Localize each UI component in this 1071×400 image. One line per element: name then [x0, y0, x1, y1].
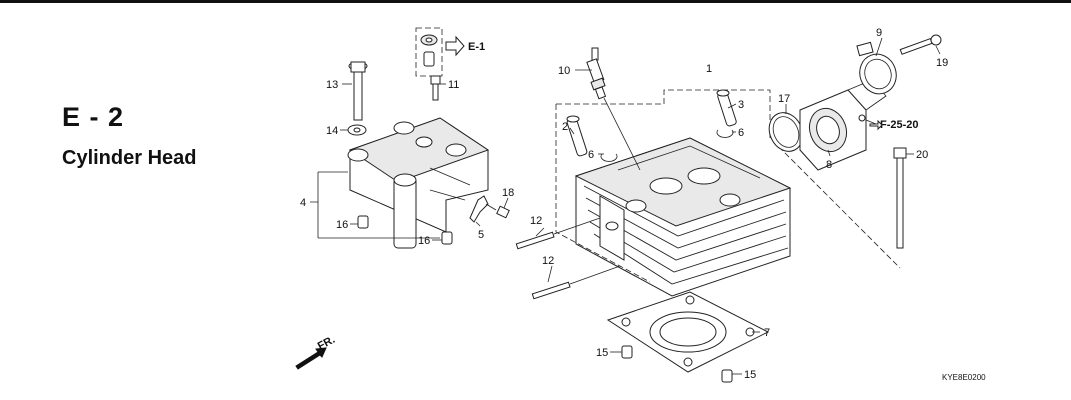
valve-guide-3-part: [716, 89, 737, 127]
dowel-16b-part: [441, 231, 453, 245]
callout-9: 9: [876, 27, 882, 39]
callout-14: 14: [326, 125, 338, 137]
rocker-holder-part: [347, 117, 490, 249]
e1-reference-box: [415, 27, 443, 77]
callout-2: 2: [562, 121, 568, 133]
callout-18: 18: [502, 187, 514, 199]
callout-5: 5: [478, 229, 484, 241]
valve-guide-2-part: [566, 115, 588, 157]
callout-6b: 6: [738, 127, 744, 139]
front-marker-label: FR.: [316, 334, 337, 353]
callout-3: 3: [738, 99, 744, 111]
callout-16b: 16: [418, 235, 430, 247]
callout-12a: 12: [530, 215, 542, 227]
callout-7: 7: [764, 327, 770, 339]
cylinder-head-part: [574, 137, 792, 297]
dowel-16a-part: [357, 215, 369, 229]
figure-code: KYE8E0200: [942, 373, 986, 382]
section-title: Cylinder Head: [62, 147, 197, 169]
screw-19-part: [899, 38, 933, 55]
dowel-15b-part: [721, 369, 733, 383]
callout-20: 20: [916, 149, 928, 161]
callout-1: 1: [706, 63, 712, 75]
clip-6b-part: [716, 129, 734, 138]
callout-13: 13: [326, 79, 338, 91]
gasket-7-part: [606, 291, 770, 373]
cylinder-head-outline: [555, 89, 901, 283]
callout-16a: 16: [336, 219, 348, 231]
section-code: E - 2: [62, 102, 125, 132]
clip-6a-part: [600, 153, 618, 162]
reference-e1: E-1: [468, 41, 485, 53]
callout-10: 10: [558, 65, 570, 77]
reference-f2520: F-25-20: [880, 119, 919, 131]
callout-12b: 12: [542, 255, 554, 267]
bolt-20-part: [893, 147, 907, 249]
callout-17: 17: [778, 93, 790, 105]
callout-19: 19: [936, 57, 948, 69]
callout-8: 8: [826, 159, 832, 171]
spark-plug-part: [586, 47, 607, 100]
bolt-11-part: [430, 75, 441, 101]
reference-arrow-icon: [445, 35, 465, 57]
top-rule: [0, 0, 1071, 3]
stud-12a-part: [515, 231, 555, 250]
callout-6a: 6: [588, 149, 594, 161]
bolt-13-part: [348, 61, 368, 121]
dowel-15a-part: [621, 345, 633, 359]
insulator-8-part: [799, 79, 887, 171]
callout-11: 11: [448, 79, 459, 91]
stud-12b-part: [531, 281, 571, 300]
callout-15b: 15: [744, 369, 756, 381]
leader-lines: [310, 37, 941, 375]
lever-5-part: [469, 195, 489, 223]
callout-4: 4: [300, 197, 306, 209]
callout-15a: 15: [596, 347, 608, 359]
front-arrow-icon: [295, 347, 327, 370]
clamp-9-part: [856, 41, 897, 95]
bolt-18-part: [496, 205, 510, 219]
